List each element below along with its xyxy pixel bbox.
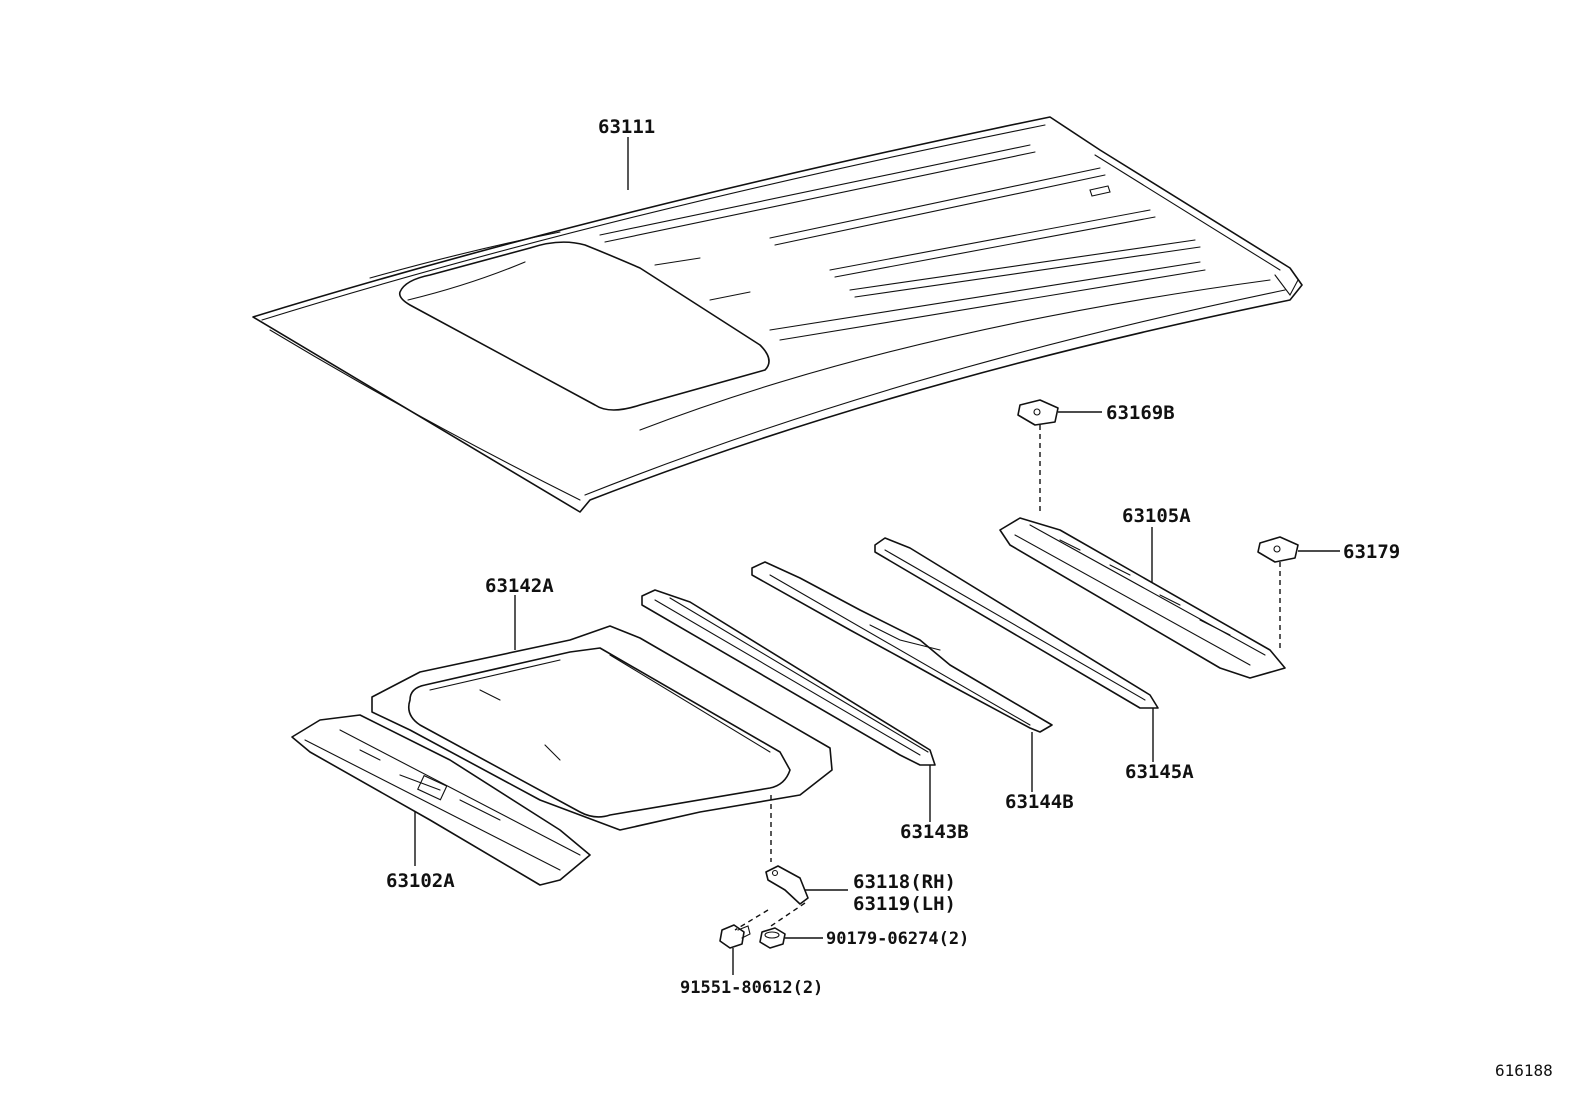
label-63119-lh: 63119(LH) <box>853 893 956 915</box>
label-63111: 63111 <box>598 116 655 138</box>
rail-63144b[interactable] <box>751 561 1053 733</box>
label-91551: 91551-80612(2) <box>680 978 823 998</box>
dash-nut <box>767 902 806 929</box>
plate-63179[interactable] <box>1257 536 1299 563</box>
label-63102a: 63102A <box>386 870 455 892</box>
label-63179: 63179 <box>1343 541 1400 563</box>
frame-63142a[interactable] <box>371 625 833 831</box>
diagram-id: 616188 <box>1495 1061 1553 1080</box>
rail-63145a[interactable] <box>874 537 1159 709</box>
label-63143b: 63143B <box>900 821 969 843</box>
bolt-91551[interactable] <box>719 924 751 949</box>
rail-63143b[interactable] <box>641 589 936 766</box>
label-63118-rh: 63118(RH) <box>853 871 956 893</box>
label-63145a: 63145A <box>1125 761 1194 783</box>
roof-panel[interactable] <box>252 116 1303 513</box>
nut-90179[interactable] <box>759 927 786 949</box>
label-63105a: 63105A <box>1122 505 1191 527</box>
label-63144b: 63144B <box>1005 791 1074 813</box>
label-90179: 90179-06274(2) <box>826 929 969 949</box>
bracket-63118-63119[interactable] <box>765 865 809 905</box>
rail-63102a[interactable] <box>291 714 591 886</box>
plate-63169b[interactable] <box>1017 399 1059 426</box>
dash-bolt <box>734 909 769 931</box>
label-63142a: 63142A <box>485 575 554 597</box>
rail-63105a[interactable] <box>999 517 1286 679</box>
label-63169b: 63169B <box>1106 402 1175 424</box>
